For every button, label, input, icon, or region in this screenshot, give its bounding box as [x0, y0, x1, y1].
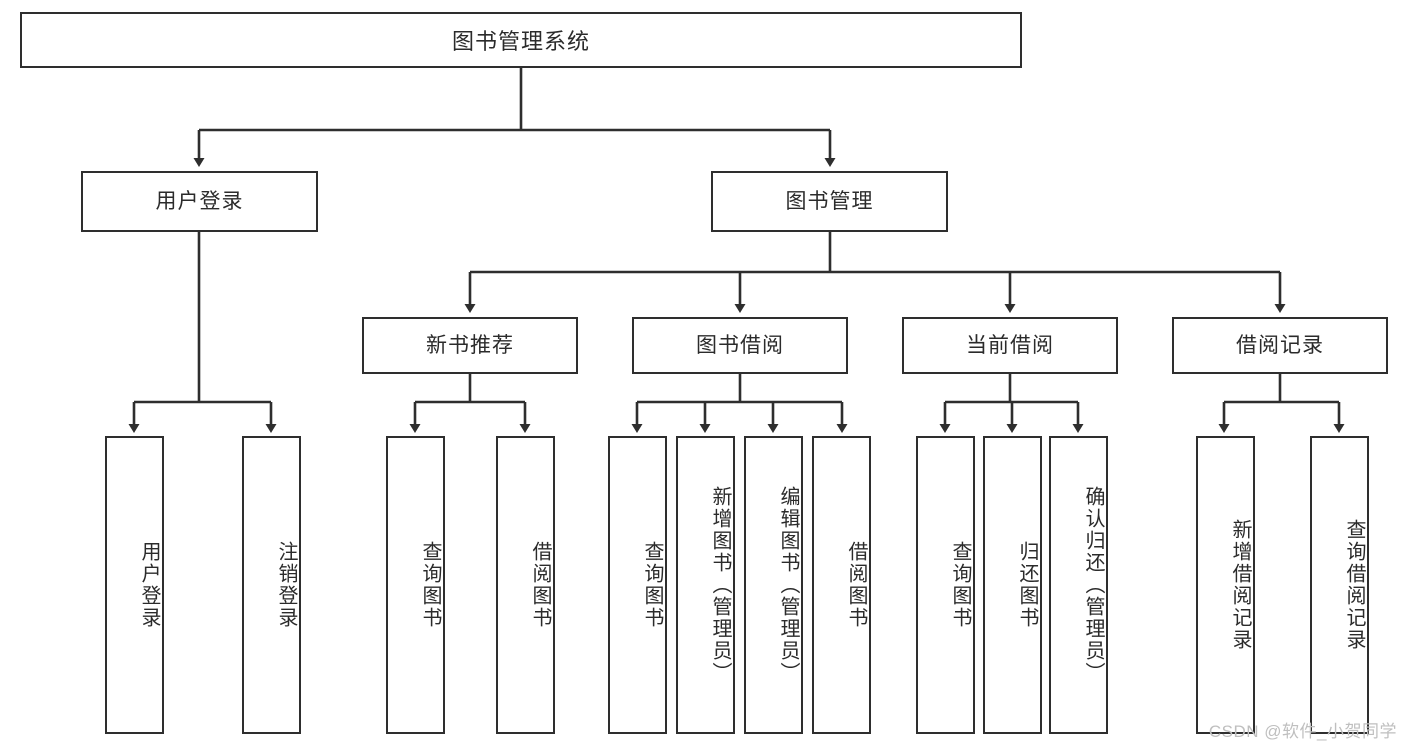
node-label: 当前借阅 — [966, 333, 1054, 357]
node-label: 新增图书（管理员） — [709, 486, 731, 684]
leaf-add-borrow-record[interactable]: 新增借阅记录 — [1196, 436, 1255, 734]
node-label: 图书管理 — [785, 189, 874, 213]
node-new-book-recommend[interactable]: 新书推荐 — [362, 317, 578, 374]
node-book-borrow[interactable]: 图书借阅 — [632, 317, 848, 374]
node-label: 查询图书 — [641, 541, 663, 629]
node-label: 借阅记录 — [1236, 333, 1324, 357]
leaf-user-login[interactable]: 用户登录 — [105, 436, 164, 734]
leaf-confirm-return[interactable]: 确认归还（管理员） — [1049, 436, 1108, 734]
node-user-login[interactable]: 用户登录 — [81, 171, 318, 232]
node-root-book-management-system[interactable]: 图书管理系统 — [20, 12, 1022, 68]
node-label: 归还图书 — [1016, 541, 1038, 629]
leaf-borrow-book[interactable]: 借阅图书 — [812, 436, 871, 734]
leaf-add-book[interactable]: 新增图书（管理员） — [676, 436, 735, 734]
node-borrow-record[interactable]: 借阅记录 — [1172, 317, 1388, 374]
leaf-logout-login[interactable]: 注销登录 — [242, 436, 301, 734]
leaf-borrow-book-recommend[interactable]: 借阅图书 — [496, 436, 555, 734]
node-label: 用户登录 — [155, 189, 244, 213]
node-label: 查询图书 — [949, 541, 971, 629]
node-label: 查询借阅记录 — [1343, 519, 1365, 651]
node-label: 查询图书 — [419, 541, 441, 629]
leaf-query-book-current[interactable]: 查询图书 — [916, 436, 975, 734]
node-label: 用户登录 — [138, 541, 160, 629]
leaf-query-borrow-record[interactable]: 查询借阅记录 — [1310, 436, 1369, 734]
node-label: 编辑图书（管理员） — [777, 486, 799, 684]
node-label: 图书借阅 — [696, 333, 784, 357]
leaf-return-book[interactable]: 归还图书 — [983, 436, 1042, 734]
node-label: 确认归还（管理员） — [1082, 486, 1104, 684]
leaf-query-book-borrow[interactable]: 查询图书 — [608, 436, 667, 734]
node-book-management[interactable]: 图书管理 — [711, 171, 948, 232]
node-label: 借阅图书 — [845, 541, 867, 629]
node-label: 注销登录 — [275, 541, 297, 629]
csdn-watermark: CSDN @软件_小贺同学 — [1208, 722, 1397, 741]
node-label: 新增借阅记录 — [1229, 519, 1251, 651]
node-label: 图书管理系统 — [451, 29, 590, 54]
node-label: 借阅图书 — [529, 541, 551, 629]
node-current-borrow[interactable]: 当前借阅 — [902, 317, 1118, 374]
leaf-edit-book[interactable]: 编辑图书（管理员） — [744, 436, 803, 734]
leaf-query-book-recommend[interactable]: 查询图书 — [386, 436, 445, 734]
node-label: 新书推荐 — [426, 333, 514, 357]
